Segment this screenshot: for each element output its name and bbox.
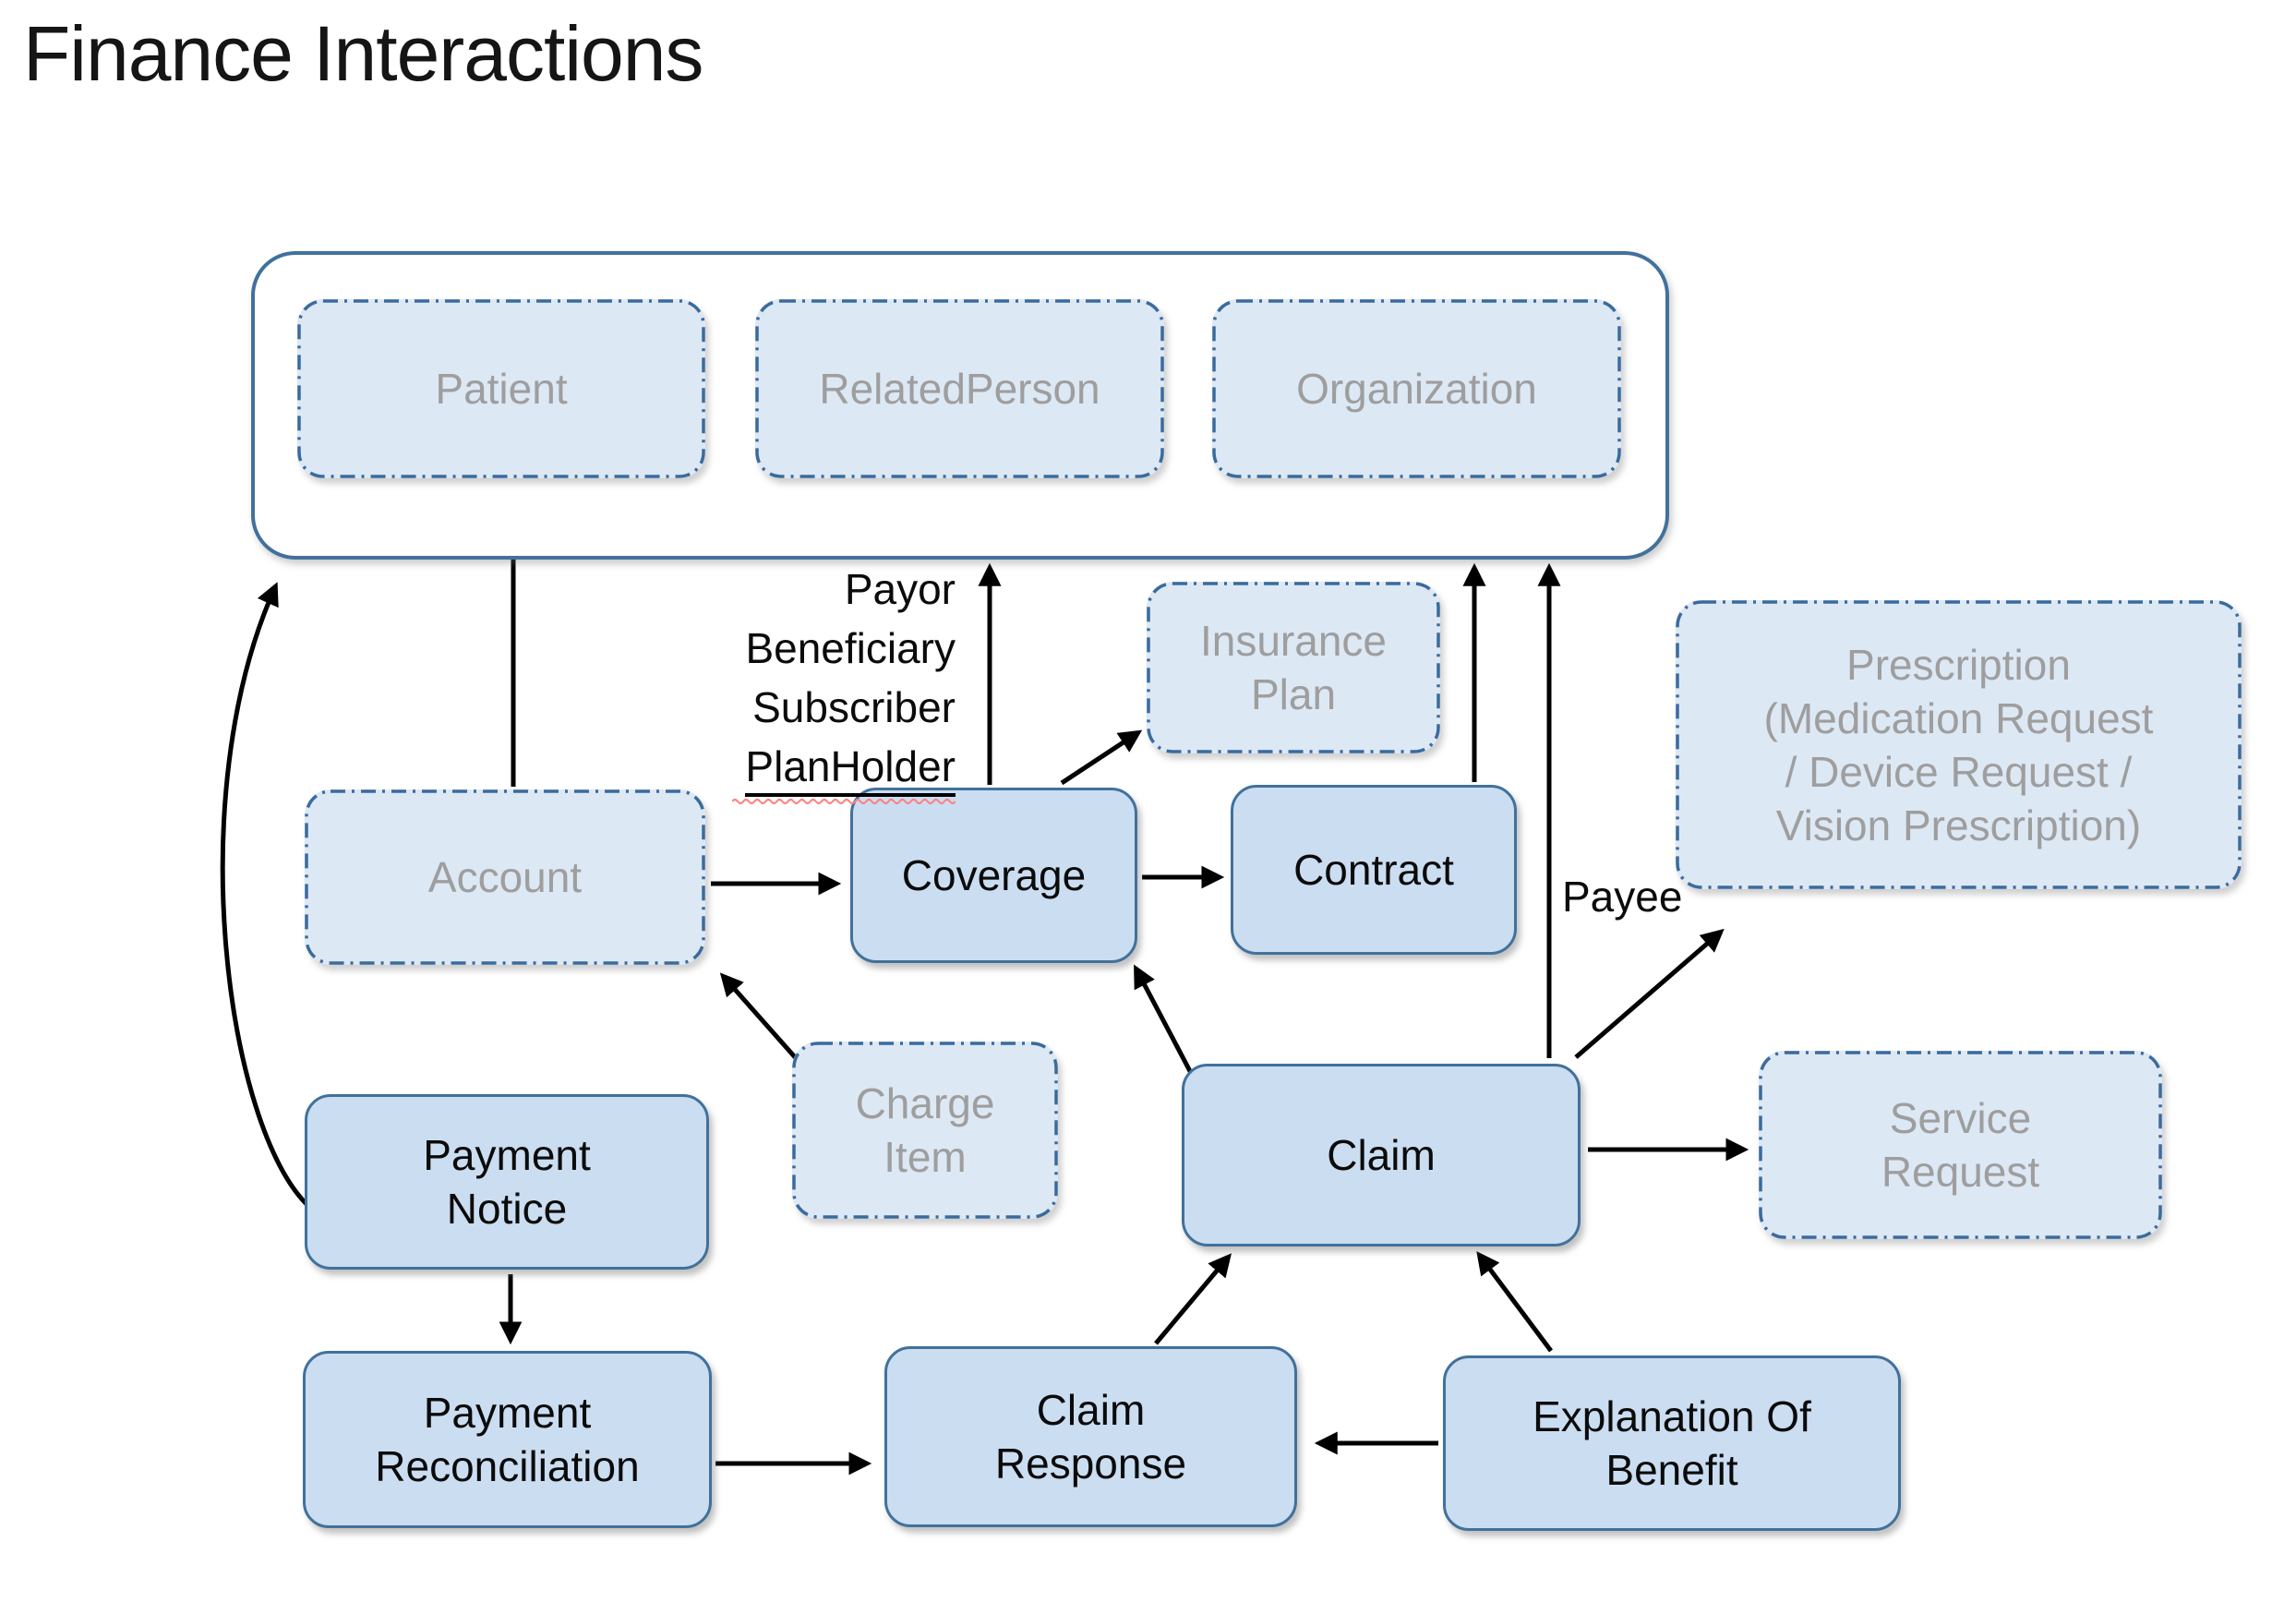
node-related-person: RelatedPerson — [755, 299, 1164, 478]
arrow-eob-to-claim — [1476, 1250, 1554, 1353]
node-claim: Claim — [1182, 1064, 1581, 1247]
node-charge-item-label: Charge Item — [855, 1079, 995, 1181]
node-coverage: Coverage — [850, 788, 1137, 963]
node-prescription: Prescription (Medication Request / Devic… — [1676, 600, 2242, 889]
node-service-request: Service Request — [1759, 1051, 2162, 1239]
arrow-claim-response-to-claim — [1154, 1253, 1232, 1345]
node-related-person-label: RelatedPerson — [819, 365, 1100, 413]
node-coverage-label: Coverage — [901, 851, 1087, 899]
spellcheck-squiggle — [732, 798, 956, 805]
arrow-claim-payee-to-prescription — [1574, 928, 1725, 1059]
node-payment-notice: Payment Notice — [305, 1094, 709, 1270]
node-payment-reconciliation: Payment Reconciliation — [303, 1351, 712, 1528]
node-explanation-of-benefit-label: Explanation Of Benefit — [1533, 1392, 1811, 1494]
node-account-label: Account — [427, 853, 583, 901]
arrow-coverage-to-insurance-plan — [1060, 729, 1143, 786]
node-charge-item: Charge Item — [792, 1042, 1058, 1219]
coverage-role-planholder-text: PlanHolder — [745, 740, 956, 797]
node-organization: Organization — [1212, 299, 1621, 478]
payee-annotation: Payee — [1562, 873, 1683, 921]
node-payment-reconciliation-label: Payment Reconciliation — [375, 1389, 640, 1490]
arrow-claim-to-coverage — [1134, 964, 1194, 1075]
node-claim-label: Claim — [1327, 1131, 1436, 1179]
node-patient: Patient — [297, 299, 705, 478]
coverage-roles-lines: Payor Beneficiary Subscriber — [745, 565, 956, 731]
node-claim-response-label: Claim Response — [994, 1386, 1187, 1488]
node-explanation-of-benefit: Explanation Of Benefit — [1443, 1355, 1901, 1531]
node-insurance-plan: Insurance Plan — [1147, 582, 1440, 753]
node-patient-label: Patient — [435, 365, 568, 413]
node-insurance-plan-label: Insurance Plan — [1199, 617, 1387, 718]
arrow-charge-item-to-account — [719, 972, 798, 1060]
node-contract-label: Contract — [1293, 846, 1454, 894]
page-title: Finance Interactions — [23, 10, 703, 97]
node-account: Account — [305, 789, 705, 965]
node-claim-response: Claim Response — [884, 1346, 1297, 1527]
coverage-role-planholder: PlanHolder — [646, 737, 956, 805]
node-organization-label: Organization — [1296, 365, 1537, 413]
node-payment-notice-label: Payment Notice — [423, 1131, 591, 1233]
node-prescription-label: Prescription (Medication Request / Devic… — [1763, 640, 2154, 849]
node-contract: Contract — [1231, 785, 1517, 955]
node-service-request-label: Service Request — [1881, 1094, 2040, 1196]
arrow-payment-notice-to-parties-curved — [220, 582, 310, 1208]
coverage-roles-annotation: Payor Beneficiary Subscriber PlanHolder — [646, 560, 956, 805]
